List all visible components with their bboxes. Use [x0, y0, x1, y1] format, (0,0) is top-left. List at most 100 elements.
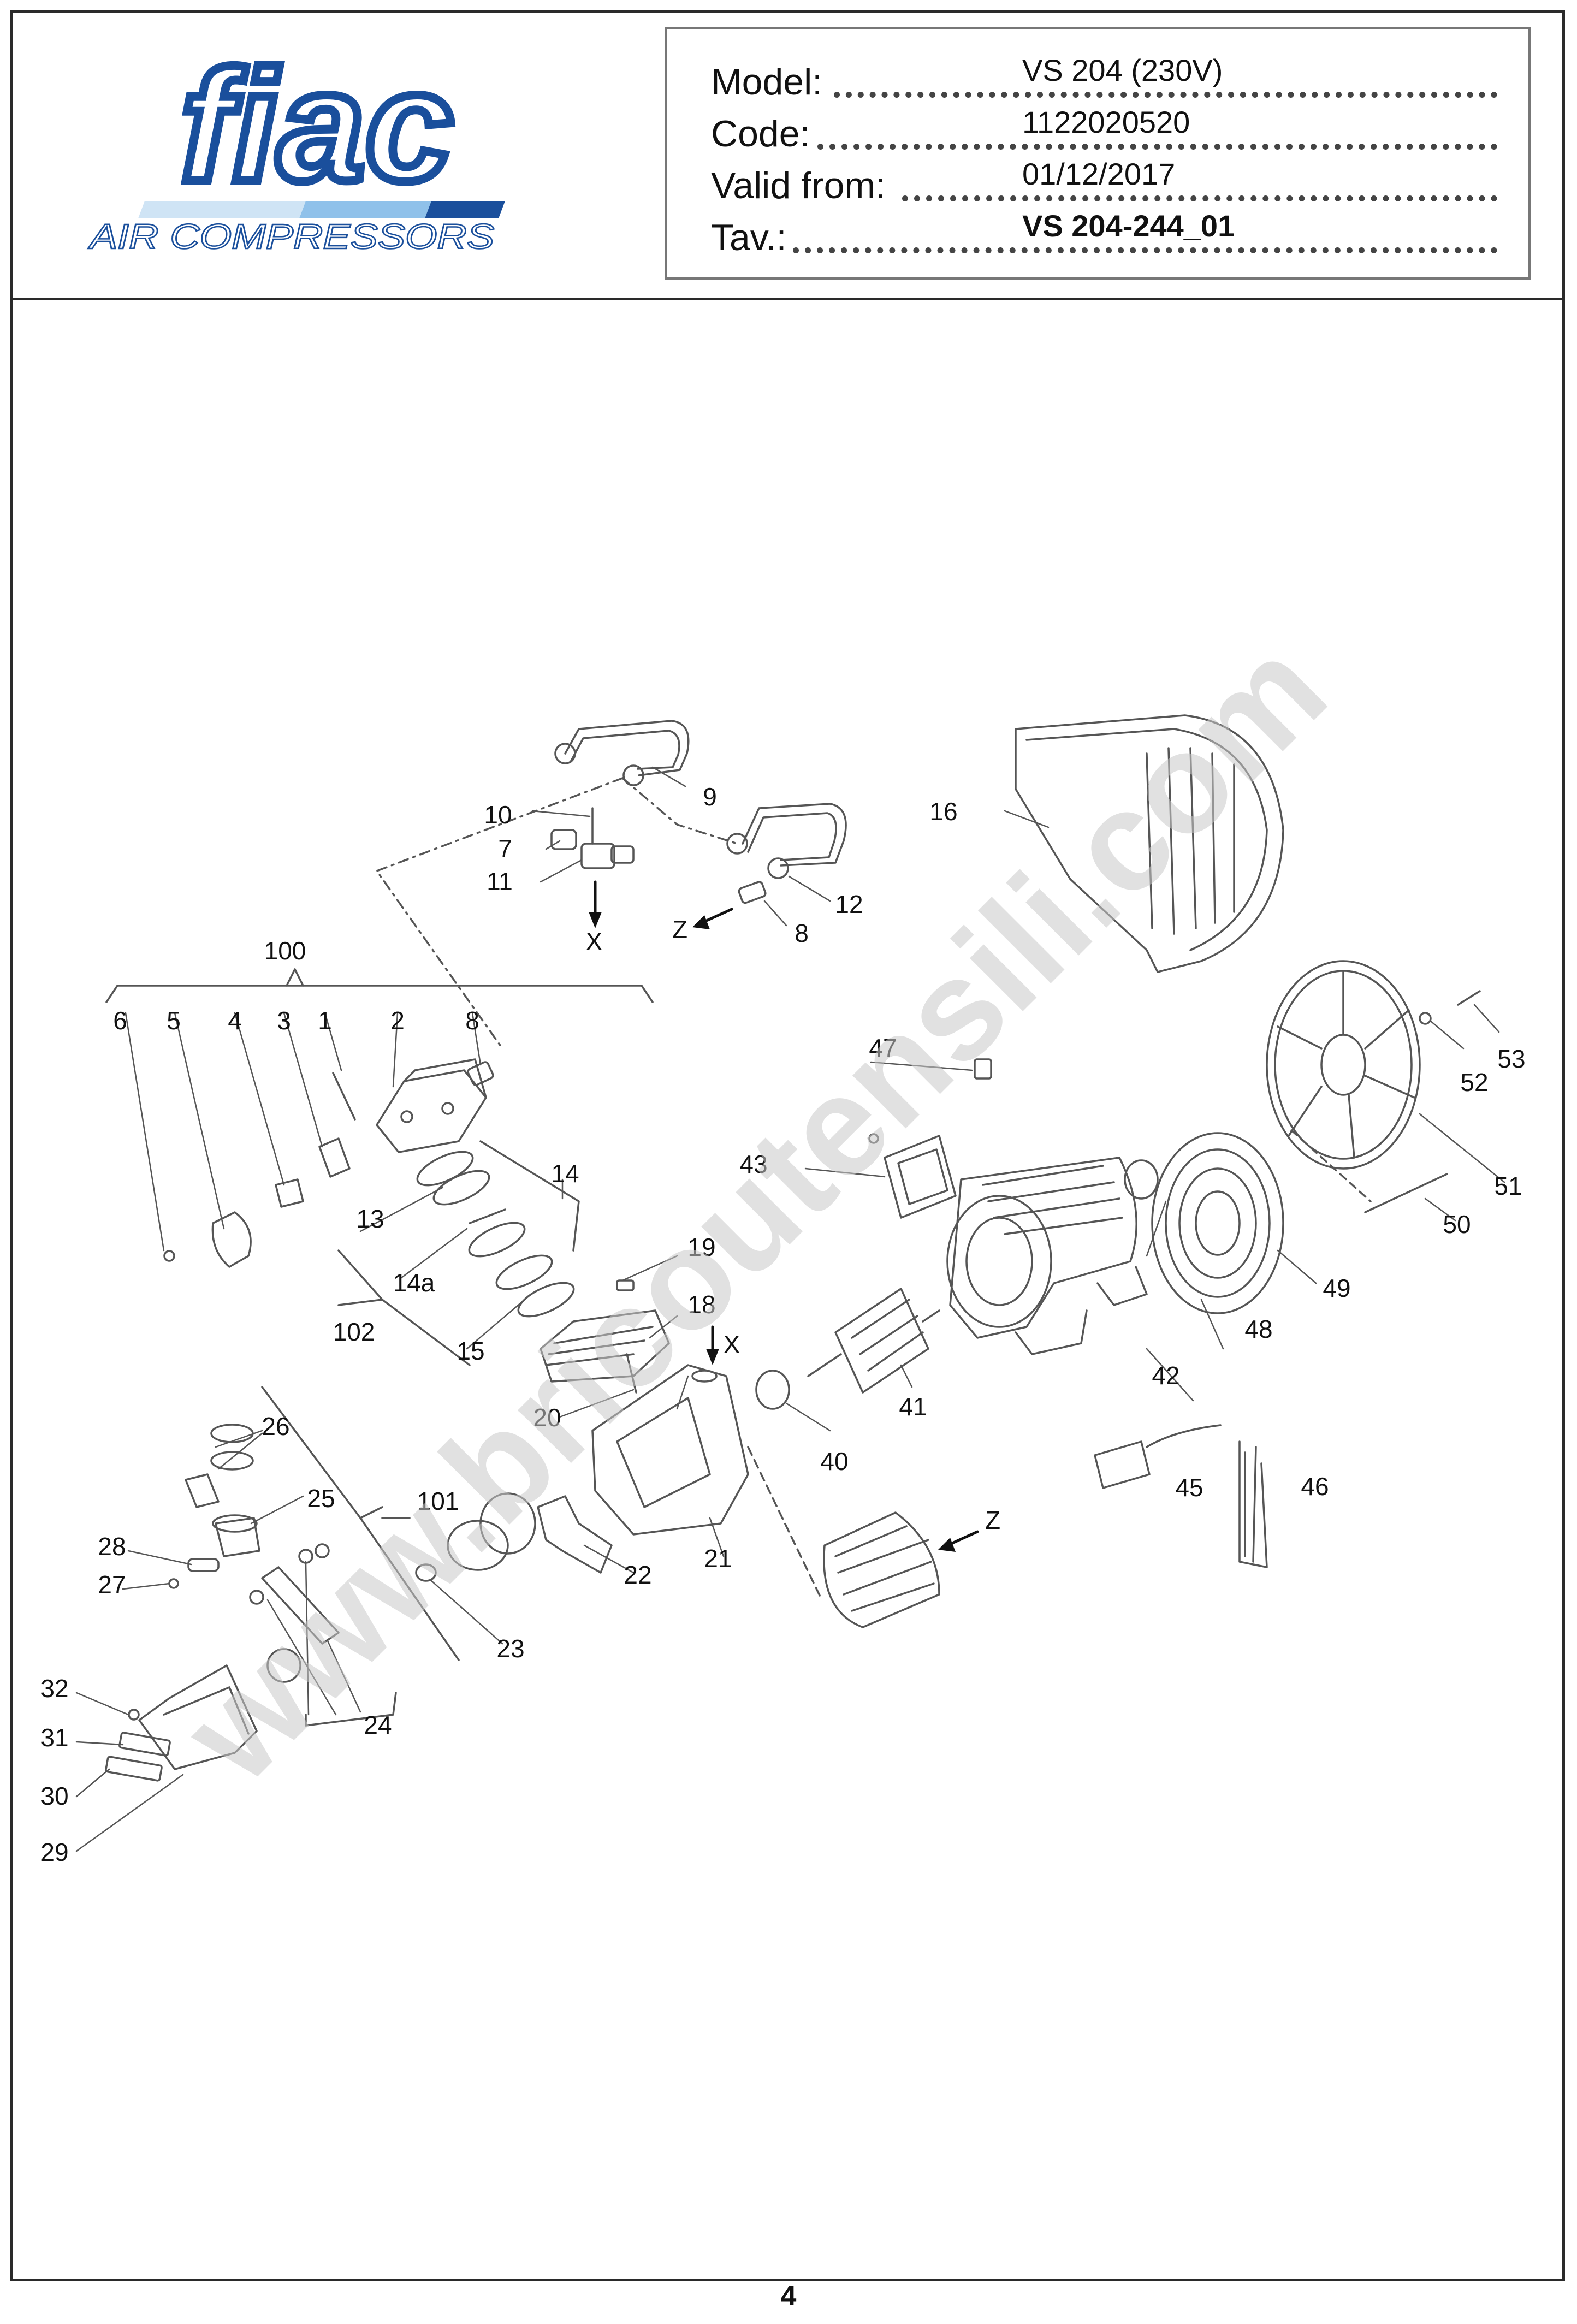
- fan-assembly-z-fins: [834, 1525, 935, 1612]
- part-47: [974, 1058, 992, 1080]
- fitting-8-top: [738, 881, 767, 904]
- callout-24: 24: [364, 1711, 392, 1739]
- logo-stripe-mid: [299, 201, 431, 218]
- callout-100: 100: [264, 936, 306, 965]
- model-row: Model: VS 204 (230V): [711, 53, 1497, 103]
- fitting-8: [467, 1061, 494, 1086]
- crank-22: [537, 1495, 613, 1574]
- ring-26b: [210, 1451, 254, 1471]
- logo-wordmark: fiac: [180, 55, 453, 214]
- part-31: [118, 1732, 171, 1757]
- fan-guard-49-ring2: [1178, 1167, 1257, 1279]
- bracket-100: [105, 968, 654, 1003]
- callout-leaders: [75, 766, 1505, 1852]
- conrod-24-bearing: [266, 1648, 301, 1683]
- cover-29-rib: [163, 1686, 250, 1735]
- code-row: Code: 1122020520: [711, 105, 1497, 155]
- junction-box-43: [884, 1135, 957, 1219]
- motor-42-foot-a: [1015, 1309, 1088, 1355]
- callout-x-crank: X: [724, 1330, 740, 1359]
- arrow-z-fan: [946, 1530, 979, 1547]
- callout-29: 29: [40, 1838, 68, 1866]
- arrow-z-fan-head: [938, 1538, 956, 1552]
- rotor-41-lines: [851, 1299, 924, 1372]
- callout-31: 31: [40, 1723, 68, 1752]
- assembly-line-x: [376, 777, 624, 1050]
- junction-box-43-inner: [897, 1148, 948, 1205]
- model-label: Model:: [711, 61, 823, 103]
- callout-2: 2: [390, 1006, 405, 1035]
- callout-6: 6: [113, 1006, 127, 1035]
- arrow-z-top-head: [692, 915, 710, 929]
- callout-52: 52: [1460, 1068, 1488, 1096]
- pin-28: [187, 1558, 220, 1572]
- screw-43: [868, 1133, 879, 1144]
- conrod-24: [261, 1566, 340, 1645]
- screw-32: [128, 1709, 140, 1721]
- bracket-14: [479, 1140, 580, 1252]
- bearing-40: [755, 1370, 790, 1410]
- fan-51-hub: [1320, 1034, 1366, 1096]
- capacitor-45: [1094, 1440, 1151, 1489]
- bearing-101: [447, 1520, 509, 1571]
- sheet-frame: [10, 10, 1565, 2281]
- callout-7: 7: [498, 834, 512, 863]
- fan-guard-49-ring1: [1165, 1148, 1271, 1298]
- tube-9-inner: [570, 730, 680, 770]
- callout-8-top: 8: [795, 919, 809, 947]
- tav-value: VS 204-244_01: [1022, 209, 1235, 243]
- callout-47: 47: [869, 1034, 897, 1062]
- tube-9: [564, 720, 690, 776]
- bracket-24: [305, 1692, 397, 1727]
- fan-guard-49: [1151, 1132, 1284, 1314]
- callout-25: 25: [307, 1484, 335, 1513]
- gasket-15: [495, 1254, 553, 1290]
- eccentric-101: [479, 1492, 536, 1555]
- cylinder-18: [540, 1309, 670, 1383]
- callout-1: 1: [318, 1006, 332, 1035]
- callout-10: 10: [484, 801, 512, 829]
- callout-labels: 1 2 3 4 5 6 7 8 8 9 10 11 12 13 14 14a 1…: [40, 782, 1525, 1866]
- fiac-logo-graphic: fiac AIR COMPRESSORS: [87, 33, 505, 257]
- callout-41: 41: [899, 1392, 927, 1421]
- diagram-parts: [75, 714, 1505, 1852]
- head-hole-a: [400, 1110, 413, 1123]
- motor-stator-42: [949, 1157, 1137, 1339]
- callout-101: 101: [417, 1487, 459, 1515]
- part-19: [616, 1279, 635, 1291]
- seal-26: [185, 1473, 220, 1508]
- fan-guard-49-ring3: [1195, 1190, 1241, 1256]
- tie-rod-50: [1364, 1173, 1448, 1213]
- callout-22: 22: [624, 1561, 651, 1589]
- bearing-48: [1124, 1159, 1159, 1200]
- motor-42-fins: [982, 1165, 1123, 1235]
- clip-24b: [315, 1543, 330, 1558]
- pin-20: [626, 1353, 637, 1394]
- callout-30: 30: [40, 1782, 68, 1810]
- tee-branch: [610, 845, 635, 864]
- motor-42-end: [946, 1195, 1052, 1328]
- callout-14: 14: [551, 1159, 579, 1188]
- part-30: [105, 1756, 163, 1782]
- callout-5: 5: [167, 1006, 181, 1035]
- fan-51-blades: [1277, 971, 1415, 1159]
- part-3: [318, 1137, 351, 1178]
- valid-from-value: 01/12/2017: [1022, 157, 1176, 191]
- callout-19: 19: [687, 1233, 715, 1261]
- code-value: 1122020520: [1022, 105, 1190, 139]
- arrow-x-crank-head: [706, 1349, 719, 1365]
- tube-12-inner: [747, 812, 837, 861]
- callout-40: 40: [820, 1447, 848, 1475]
- crankcase-21-window: [616, 1397, 711, 1508]
- valve-plate-14: [432, 1170, 490, 1206]
- assembly-line-tubes: [621, 777, 738, 845]
- callout-18: 18: [687, 1290, 715, 1319]
- part-4: [275, 1178, 304, 1208]
- motor-42-foot-b: [1096, 1266, 1148, 1306]
- tie-rod-50-guide: [1290, 1129, 1372, 1202]
- fan-cover-16: [1015, 714, 1284, 973]
- washer-52: [1419, 1012, 1432, 1025]
- nut-9b: [622, 764, 644, 786]
- callout-8: 8: [465, 1006, 479, 1035]
- assembly-line-z: [747, 1446, 823, 1601]
